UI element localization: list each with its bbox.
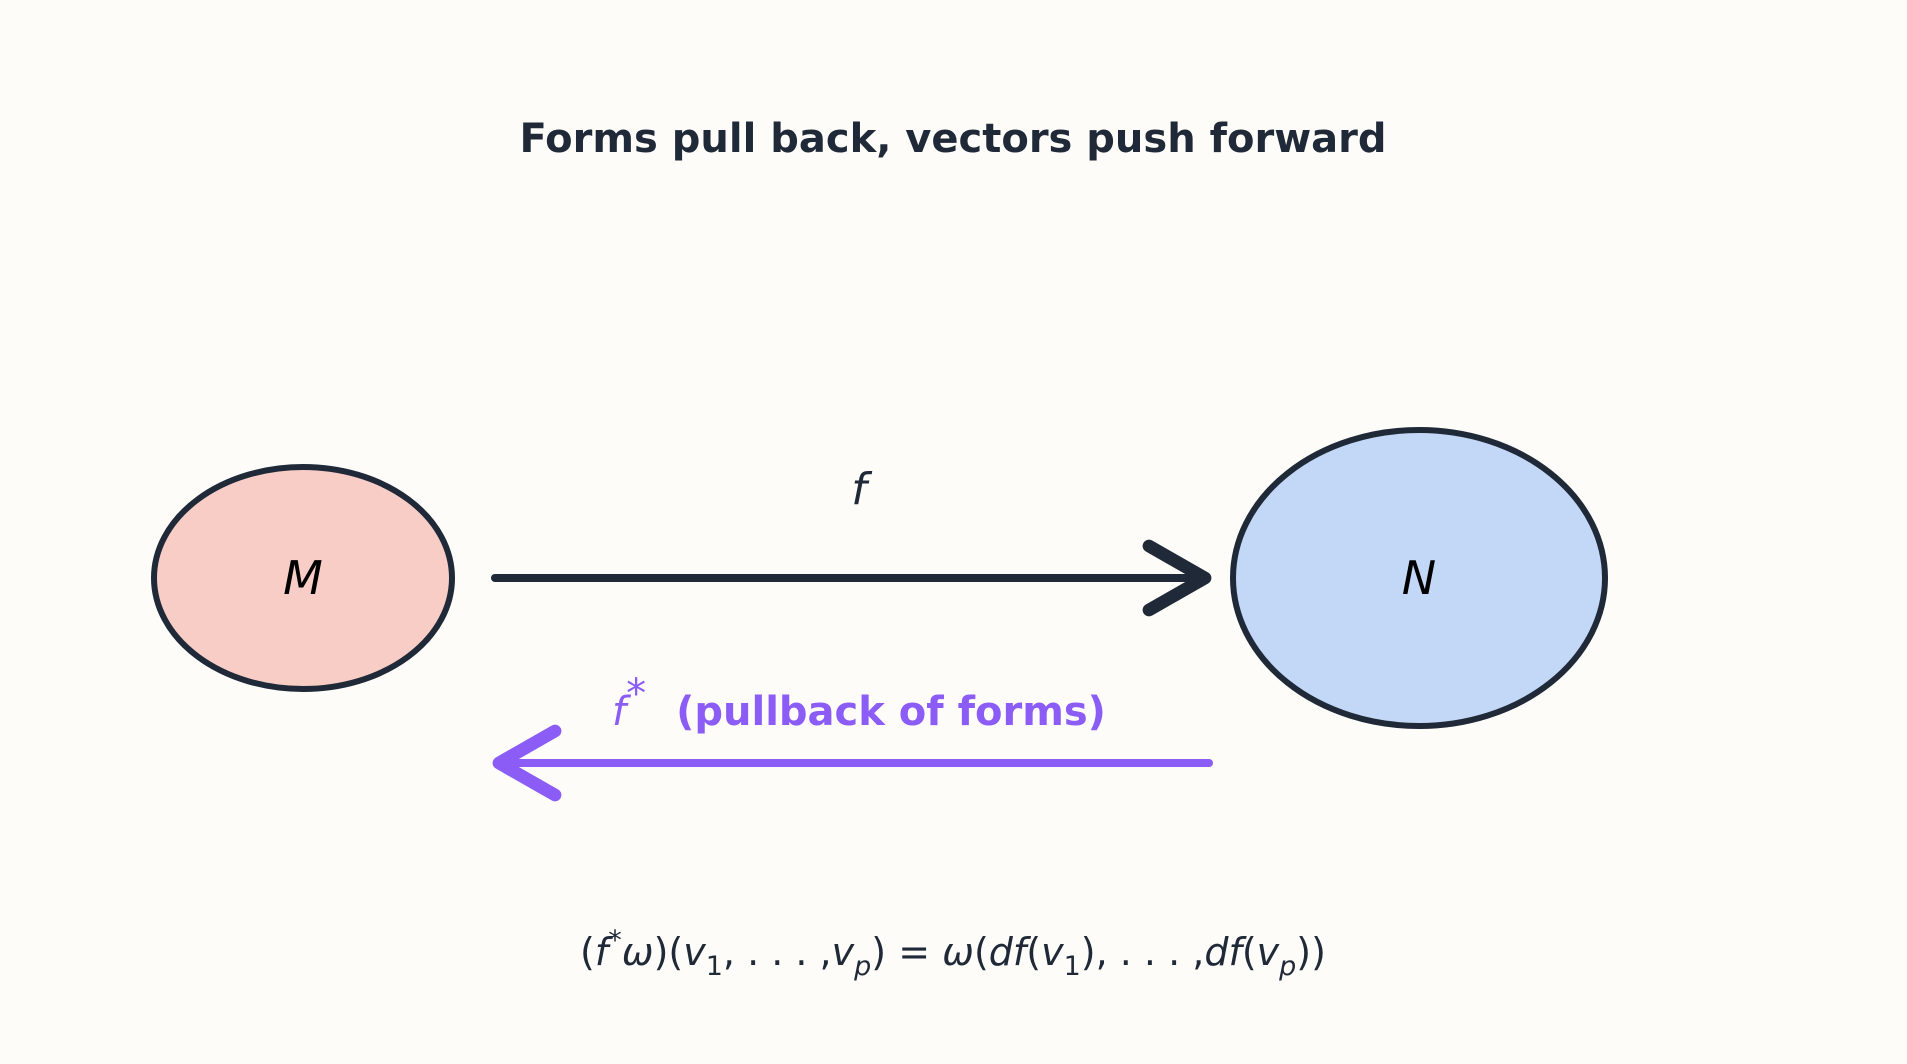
pullback-symbol-star: * bbox=[626, 671, 646, 717]
formula-part: ( bbox=[1242, 930, 1257, 974]
formula-part: 1 bbox=[1064, 951, 1081, 982]
node-m-label: M bbox=[283, 551, 323, 605]
pullback-description: (pullback of forms) bbox=[676, 689, 1106, 735]
formula-part: ω bbox=[622, 930, 654, 974]
node-m-shape bbox=[151, 464, 455, 692]
node-m: M bbox=[151, 464, 455, 692]
pullback-map: f*(pullback of forms) bbox=[492, 671, 1213, 802]
pullback-formula: (f*ω)(v1, . . . ,vp) = ω(df(v1), . . . ,… bbox=[580, 925, 1326, 982]
forward-map-label: f bbox=[851, 464, 873, 515]
pullback-label: f*(pullback of forms) bbox=[612, 671, 1106, 735]
formula-part: , . . . , bbox=[723, 930, 832, 974]
formula-part: p bbox=[1278, 951, 1296, 982]
forward-map: f bbox=[491, 464, 1212, 617]
formula-part: )( bbox=[654, 930, 684, 974]
formula-part: ) bbox=[1081, 930, 1096, 974]
formula-part: df bbox=[989, 930, 1032, 974]
formula-part: ) bbox=[871, 930, 886, 974]
formula-part: ) bbox=[1311, 930, 1326, 974]
node-n: N bbox=[1230, 427, 1608, 729]
formula-part: ( bbox=[974, 930, 989, 974]
formula-part: v bbox=[683, 930, 706, 974]
formula-part: ( bbox=[1026, 930, 1041, 974]
formula-part: ) bbox=[1296, 930, 1311, 974]
formula-part: p bbox=[853, 951, 871, 982]
diagram-title: Forms pull back, vectors push forward bbox=[519, 116, 1386, 162]
formula-part: 1 bbox=[706, 951, 723, 982]
formula-part: v bbox=[1041, 930, 1064, 974]
formula-part: , . . . , bbox=[1096, 930, 1205, 974]
formula-part: ω bbox=[942, 930, 974, 974]
formula-part: v bbox=[832, 930, 855, 974]
node-n-label: N bbox=[1402, 551, 1436, 605]
formula-part: v bbox=[1257, 930, 1280, 974]
node-n-shape bbox=[1230, 427, 1608, 729]
formula-part: df bbox=[1204, 930, 1247, 974]
formula-part: * bbox=[608, 925, 622, 956]
formula-part: ( bbox=[580, 930, 595, 974]
formula-part: = bbox=[886, 930, 942, 974]
